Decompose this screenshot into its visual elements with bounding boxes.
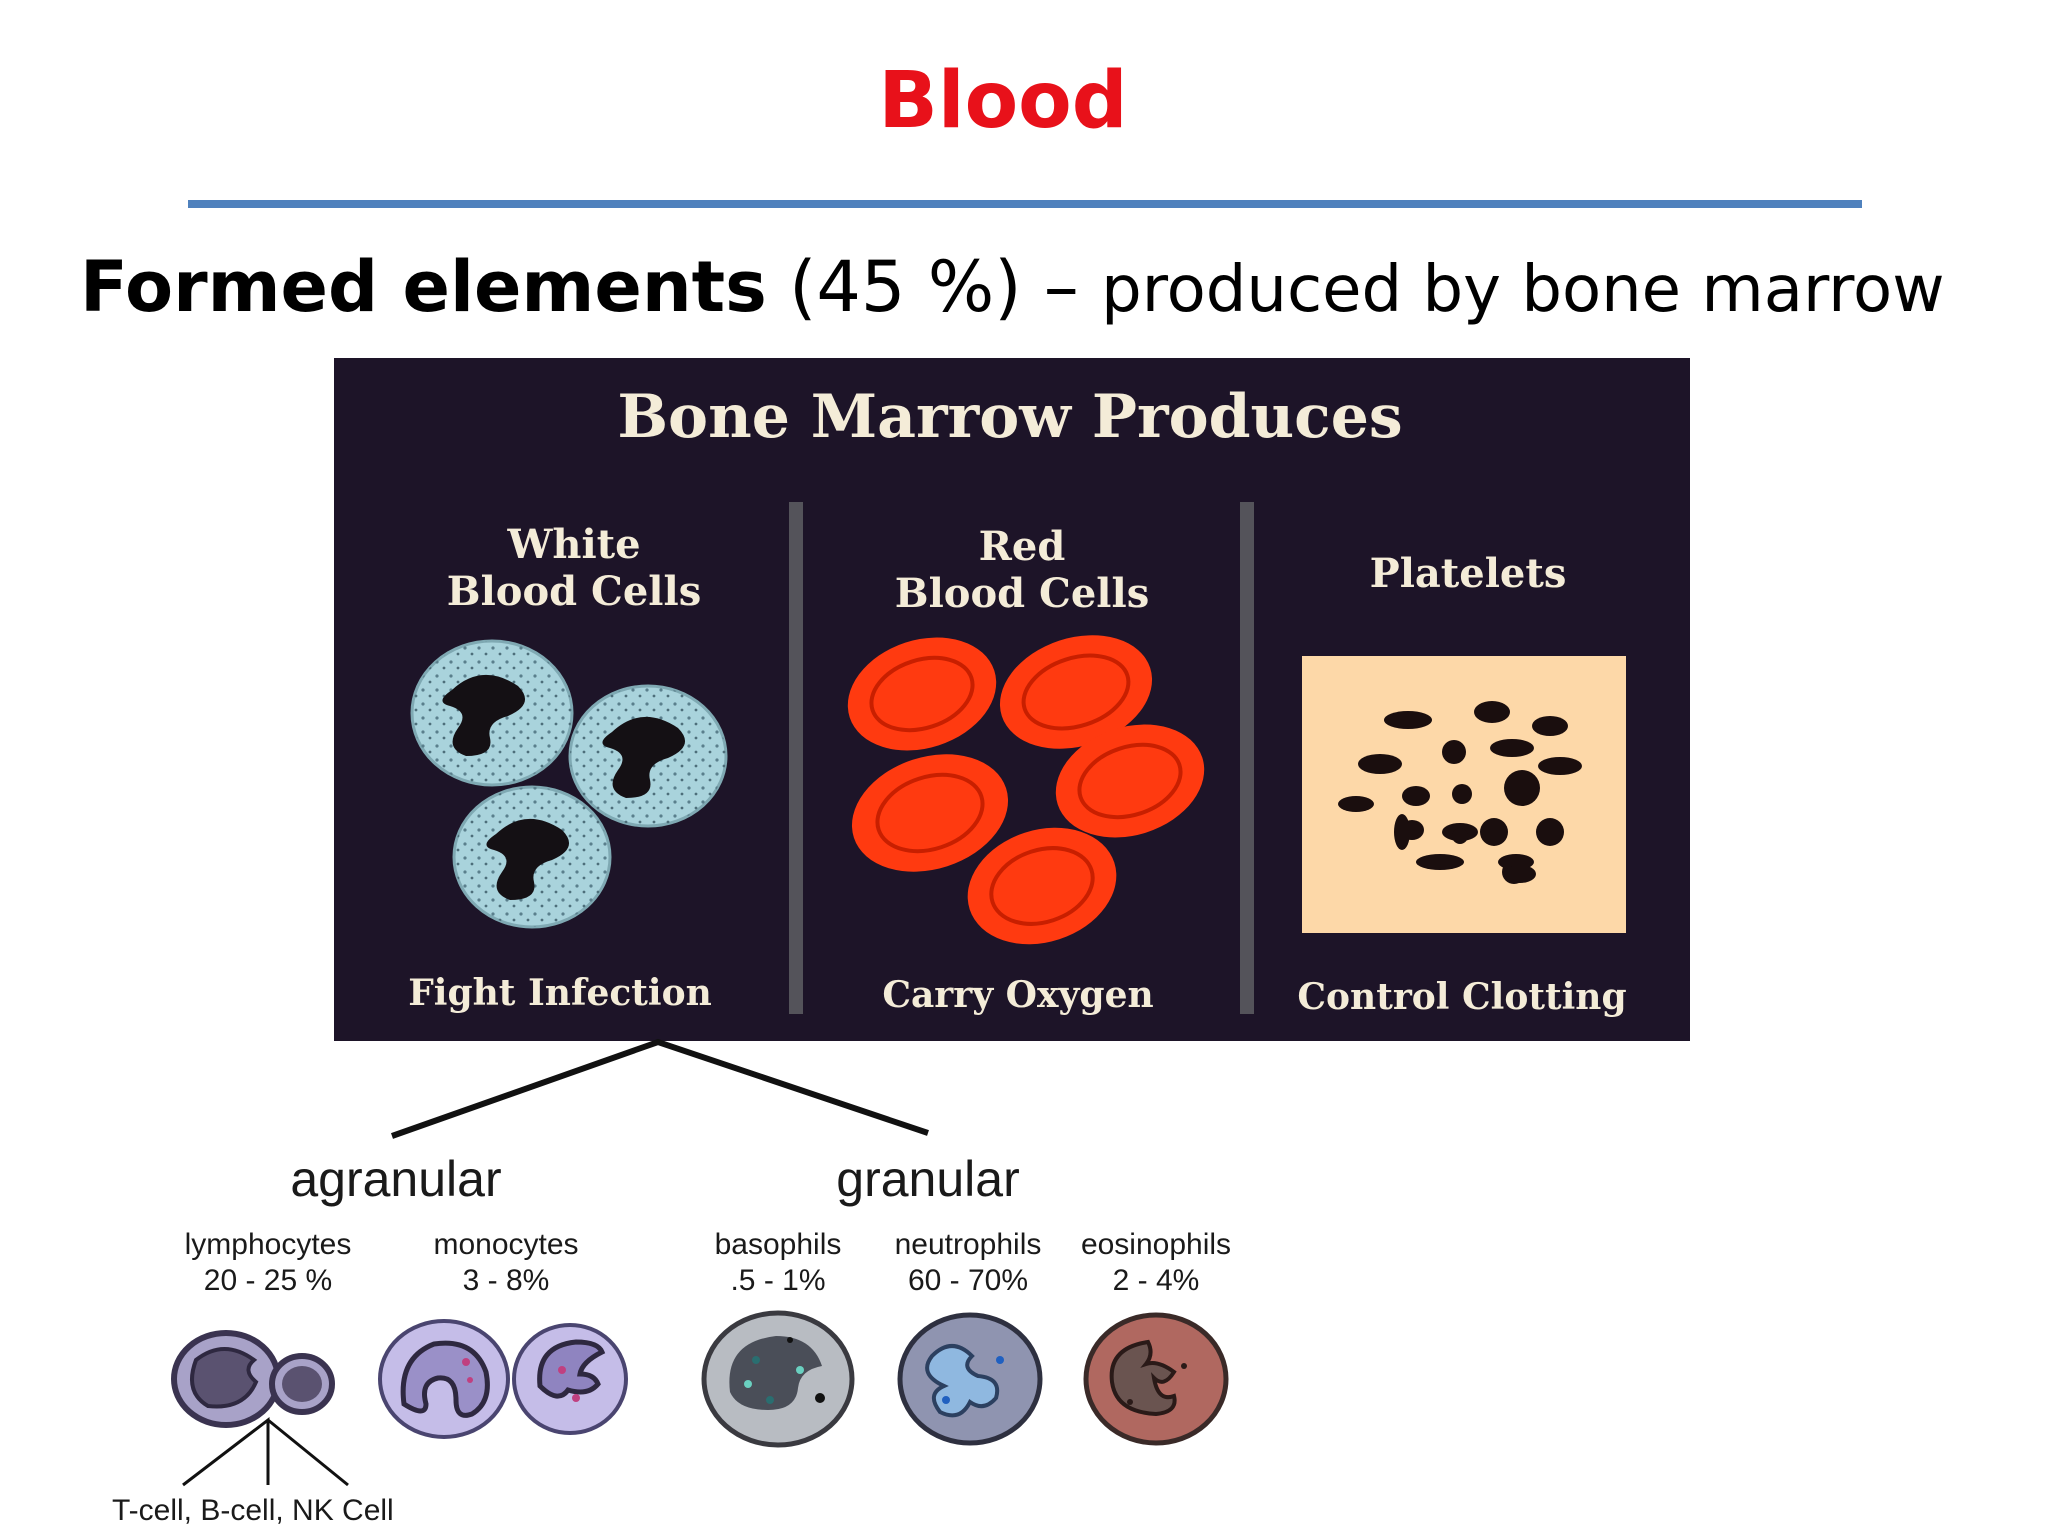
panel-separator-1 xyxy=(789,502,803,1014)
lymphocyte-cell xyxy=(171,1330,281,1428)
cell-name-basophils: basophils xyxy=(715,1228,842,1261)
cell-range-lymphocytes: 20 - 25 % xyxy=(204,1264,332,1297)
red-blood-cell xyxy=(851,754,1009,872)
slide-subtitle: Formed elements (45 %) – produced by bon… xyxy=(80,252,1945,322)
lymphocyte-branch-line xyxy=(267,1418,349,1487)
lymphocyte-subtypes: T-cell, B-cell, NK Cell xyxy=(112,1494,394,1527)
agranular-label: agranular xyxy=(290,1151,501,1207)
white-blood-cell xyxy=(452,785,612,929)
monocyte-cell xyxy=(512,1323,628,1435)
red-blood-cell xyxy=(847,637,997,751)
rbc-title-line1: Red xyxy=(979,523,1066,570)
cell-name-neutrophils: neutrophils xyxy=(895,1228,1042,1261)
white-blood-cell xyxy=(410,639,574,787)
rbc-caption: Carry Oxygen xyxy=(882,974,1153,1016)
panel-heading: Bone Marrow Produces xyxy=(617,382,1402,452)
title-divider xyxy=(188,200,1862,208)
platelets-caption: Control Clotting xyxy=(1297,976,1626,1018)
white-blood-cell xyxy=(568,684,728,828)
subtitle-percent: (45 %) – xyxy=(789,246,1079,328)
cell-range-eosinophils: 2 - 4% xyxy=(1113,1264,1200,1297)
red-blood-cell xyxy=(999,635,1153,749)
lymphocyte-cell xyxy=(269,1353,335,1415)
platelets-box xyxy=(1302,656,1626,933)
lymphocyte-branch-lines xyxy=(182,1416,270,1487)
wbc-caption: Fight Infection xyxy=(408,972,712,1014)
red-blood-cell xyxy=(1055,724,1205,838)
monocyte-cell xyxy=(378,1319,510,1439)
granular-label: granular xyxy=(836,1151,1019,1207)
cell-range-neutrophils: 60 - 70% xyxy=(908,1264,1028,1297)
basophil-cell xyxy=(701,1310,855,1448)
subtitle-bold: Formed elements xyxy=(80,246,767,328)
red-blood-cell xyxy=(967,827,1117,945)
wbc-branch-lines xyxy=(391,1038,929,1139)
eosinophil-cell xyxy=(1083,1312,1229,1446)
cell-range-basophils: .5 - 1% xyxy=(730,1264,825,1297)
slide-title: Blood xyxy=(878,56,1128,146)
rbc-title-line2: Blood Cells xyxy=(895,570,1149,617)
cell-name-lymphocytes: lymphocytes xyxy=(185,1228,352,1261)
panel-separator-2 xyxy=(1240,502,1254,1014)
cell-range-monocytes: 3 - 8% xyxy=(463,1264,550,1297)
subtitle-rest: produced by bone marrow xyxy=(1101,253,1945,327)
wbc-title-line2: Blood Cells xyxy=(447,568,701,615)
platelets-title: Platelets xyxy=(1370,550,1567,597)
cell-name-monocytes: monocytes xyxy=(433,1228,578,1261)
neutrophil-cell xyxy=(897,1312,1043,1446)
wbc-title-line1: White xyxy=(506,521,640,568)
cell-name-eosinophils: eosinophils xyxy=(1081,1228,1231,1261)
